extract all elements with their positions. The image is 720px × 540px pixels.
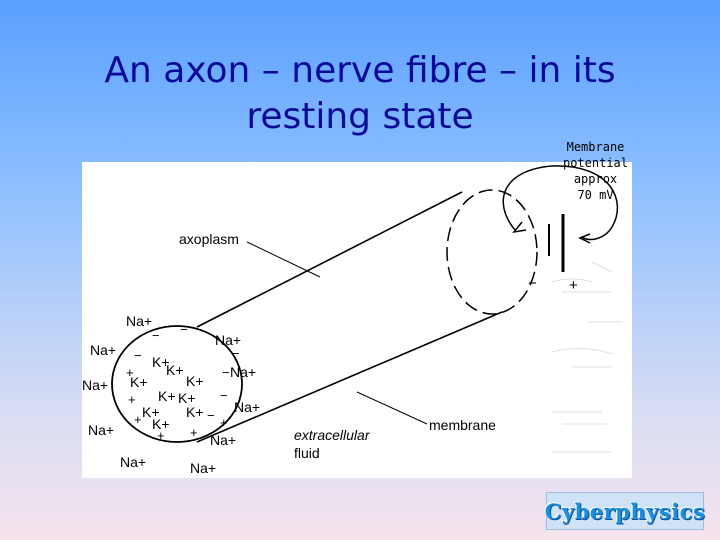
extracellular-label-line-1: extracellular <box>294 427 371 443</box>
axoplasm-leader <box>246 241 321 278</box>
meter-arrow-left <box>512 221 527 234</box>
slide-title: An axon – nerve fibre – in its resting s… <box>60 48 660 140</box>
na-ion: Na+ <box>234 399 261 415</box>
na-ion: Na+ <box>230 364 257 380</box>
meter-positive-sign: + <box>569 277 578 294</box>
k-ion: K+ <box>186 373 204 389</box>
axoplasm-label: axoplasm <box>179 231 239 247</box>
axon-top-edge <box>196 191 463 328</box>
na-ion: Na+ <box>90 342 117 358</box>
membrane-leader <box>356 391 428 425</box>
na-ion: Na+ <box>120 454 147 470</box>
axon-cross-section <box>111 325 243 443</box>
svg-text:−: − <box>152 328 160 343</box>
meter-arrow-right <box>578 233 591 244</box>
svg-text:−: − <box>222 365 230 380</box>
svg-text:−: − <box>232 346 240 361</box>
svg-text:+: + <box>220 415 228 430</box>
svg-text:−: − <box>207 408 215 423</box>
na-ion: Na+ <box>215 332 242 348</box>
meter-negative-sign: − <box>528 275 537 292</box>
bleed-through-marks <box>551 261 622 453</box>
svg-text:+: + <box>128 392 136 407</box>
svg-text:−: − <box>220 388 228 403</box>
extracellular-label-line-2: fluid <box>294 445 320 461</box>
svg-text:+: + <box>134 412 142 427</box>
k-ion: K+ <box>152 416 170 432</box>
membrane-label: membrane <box>429 417 496 433</box>
axon-diagram: − + axoplasm membrane extracellular flui… <box>82 162 632 478</box>
k-ion: K+ <box>186 404 204 420</box>
axon-diagram-svg: − + axoplasm membrane extracellular flui… <box>111 165 622 461</box>
svg-text:−: − <box>134 348 142 363</box>
na-ion: Na+ <box>126 313 153 329</box>
svg-text:+: + <box>157 428 165 443</box>
meter-loop <box>502 165 619 241</box>
svg-text:+: + <box>190 425 198 440</box>
k-ion: K+ <box>158 388 176 404</box>
membrane-note-line-1: Membrane <box>566 140 625 154</box>
svg-text:+: + <box>126 365 134 380</box>
na-ion: Na+ <box>82 377 109 393</box>
k-ion: K+ <box>152 354 170 370</box>
k-ion: K+ <box>130 374 148 390</box>
na-ion: Na+ <box>190 460 217 476</box>
slide-title-line-1: An axon – nerve fibre – in its <box>104 50 616 91</box>
slide-title-line-2: resting state <box>246 96 474 137</box>
axon-far-end <box>446 189 538 315</box>
membrane-note-line-3: 70 mV <box>577 188 614 202</box>
k-ion: K+ <box>178 390 196 406</box>
na-ion: Na+ <box>88 422 115 438</box>
logo-text: Cyberphysics <box>544 498 706 524</box>
na-ion: Na+ <box>210 432 237 448</box>
svg-text:−: − <box>180 322 188 337</box>
membrane-note-line-2: potential approx <box>562 156 629 186</box>
axon-bottom-edge <box>196 311 503 443</box>
k-ion: K+ <box>166 362 184 378</box>
membrane-potential-note: Membrane potential approx 70 mV <box>538 139 653 203</box>
membrane-charges: +++ ++ −−− −−− +− <box>126 322 240 443</box>
cyberphysics-logo: Cyberphysics <box>544 492 706 530</box>
k-ion: K+ <box>142 404 160 420</box>
